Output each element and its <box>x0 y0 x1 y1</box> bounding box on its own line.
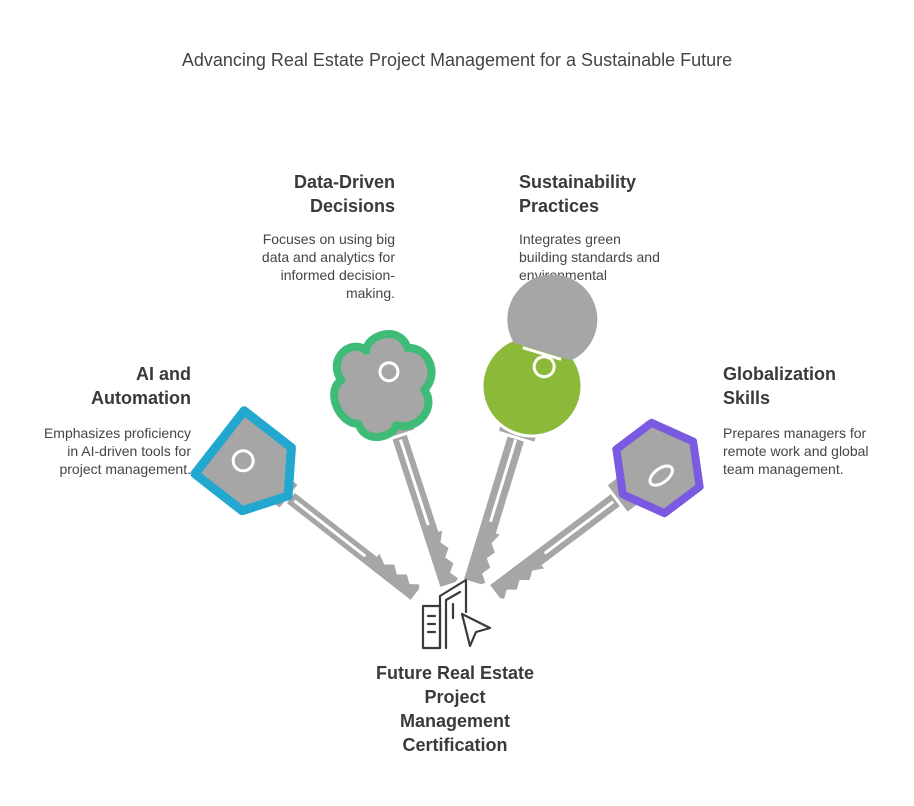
round-key-icon <box>460 274 598 588</box>
tag-key-icon <box>190 406 423 605</box>
hexagon-key-icon <box>485 418 704 603</box>
ai-automation-heading: AI and Automation <box>91 364 191 408</box>
globalization-heading: Globalization Skills <box>723 364 837 408</box>
diagram-title: Advancing Real Estate Project Management… <box>181 50 733 70</box>
data-driven-heading: Data-Driven Decisions <box>293 172 395 216</box>
cloud-key-icon <box>330 330 463 591</box>
globalization-description: Prepares managers for remote work and gl… <box>723 425 869 477</box>
sustainability-heading: Sustainability Practices <box>519 172 637 216</box>
center-label: Future Real Estate Project Management Ce… <box>375 663 535 755</box>
building-cursor-icon <box>421 578 492 650</box>
data-driven-description: Focuses on using big data and analytics … <box>261 231 395 301</box>
ai-automation-description: Emphasizes proficiency in AI-driven tool… <box>43 425 191 477</box>
